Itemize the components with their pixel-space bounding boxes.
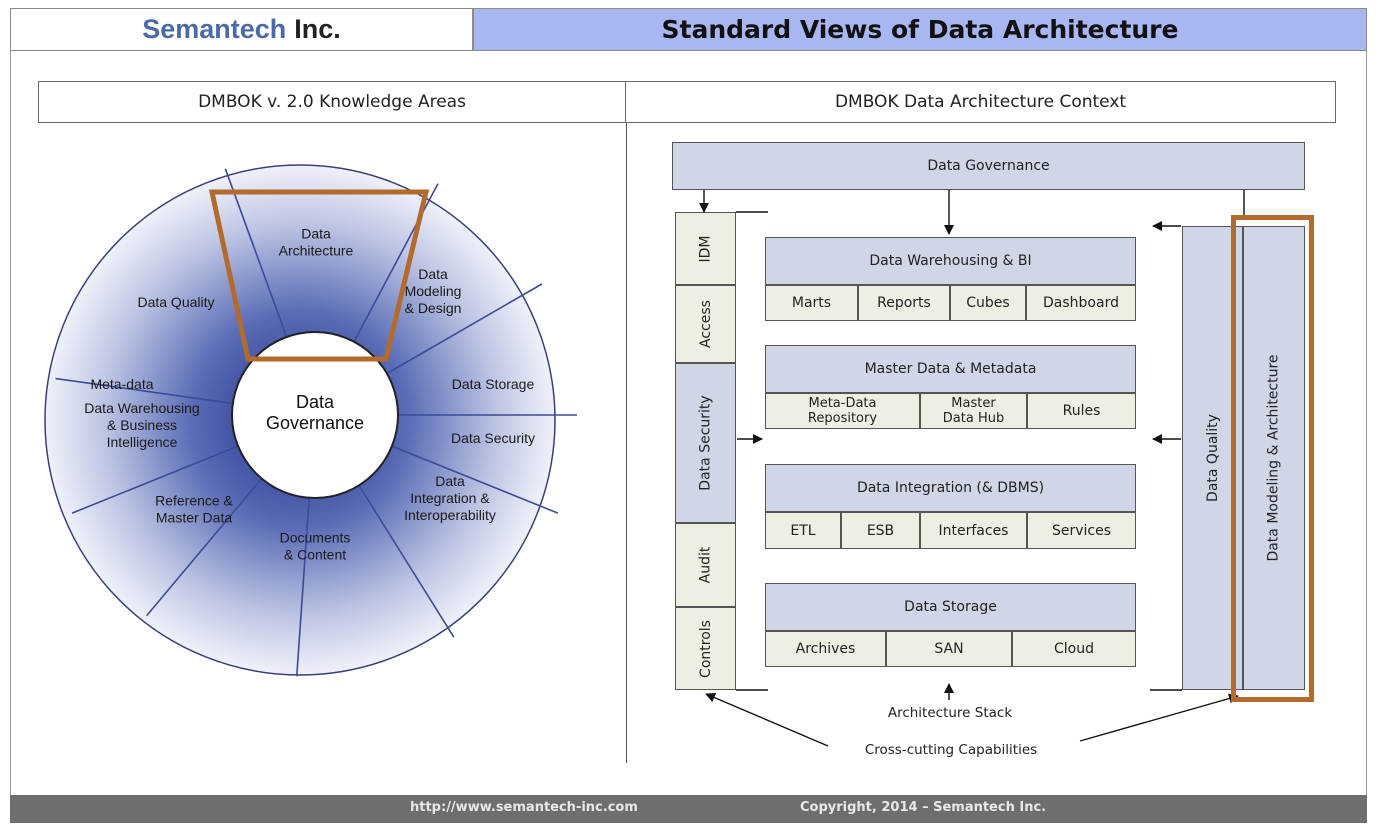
segment-label: Data [301,226,331,242]
footer-copyright: Copyright, 2014 – Semantech Inc. [800,800,1047,815]
idm-cell: IDM [675,212,736,285]
wheel-spoke [71,445,239,514]
segment-label: Data Warehousing [84,400,199,416]
segment-label: Master Data [156,510,232,526]
di-cell-etl: ETL [765,512,841,549]
segment-label: Data [435,473,465,489]
data-modeling-column: Data Modeling & Architecture [1243,226,1305,690]
audit-cell: Audit [675,523,736,607]
highlight-trapezoid [208,189,430,362]
segment-label: Architecture [279,243,354,259]
segment-label: & Business [107,417,177,433]
di-cell-esb: ESB [841,512,920,549]
ds-cell-cloud: Cloud [1012,631,1136,667]
mdm-cell-rules: Rules [1027,393,1136,429]
segment-label: Modeling [405,283,462,299]
architecture-connectors [699,190,1245,747]
segment-label: Data Quality [137,294,214,310]
center-label-line-2: Governance [266,413,364,433]
dw-cell-reports: Reports [858,285,950,321]
segment-label: Documents [280,530,351,546]
data-governance-bar: Data Governance [672,142,1305,190]
wheel-spoke [224,168,288,338]
slide-frame [10,51,1367,795]
cross-cutting-label: Cross-cutting Capabilities [864,742,1038,758]
segment-label: Reference & [155,493,233,509]
di-title: Data Integration (& DBMS) [765,464,1136,512]
data-security-cell: Data Security [675,363,736,523]
wheel-spoke [295,497,311,677]
left-section-heading: DMBOK v. 2.0 Knowledge Areas [38,81,626,123]
segment-label: Integration & [410,490,490,506]
dw-cell-dashboard: Dashboard [1026,285,1136,321]
di-cell-interfaces: Interfaces [920,512,1027,549]
modeling-highlight-box [1231,215,1314,702]
dw-cell-cubes: Cubes [950,285,1026,321]
footer-url[interactable]: http://www.semantech-inc.com [410,800,638,815]
section-divider [626,123,627,763]
wheel-spoke [55,377,233,405]
segment-label: & Design [405,300,462,316]
wheel-center [231,331,399,499]
mdm-cell-repository: Meta-Data Repository [765,393,920,429]
ds-cell-san: SAN [886,631,1012,667]
segment-label: Meta-data [90,376,153,392]
segment-label: Interoperability [404,507,496,523]
right-section-heading: DMBOK Data Architecture Context [626,81,1336,123]
wheel-spoke [358,484,455,638]
di-cell-services: Services [1027,512,1136,549]
slide-title: Standard Views of Data Architecture [473,8,1367,51]
ds-title: Data Storage [765,583,1136,631]
company-brand: Semantech [142,14,287,44]
footer-bar [10,795,1367,823]
company-suffix: Inc. [294,14,341,44]
dw-cell-marts: Marts [765,285,858,321]
wheel-spokes [55,168,577,677]
wheel-spoke [386,283,543,375]
knowledge-areas-wheel: Data Governance DataArchitectureDataMode… [44,164,577,677]
wheel-spoke [145,478,263,617]
center-label-line-1: Data [296,392,335,412]
mdm-title: Master Data & Metadata [765,345,1136,393]
segment-label: Data [418,266,448,282]
access-cell: Access [675,285,736,363]
cross-left-arrow [705,692,829,747]
segment-label: Intelligence [107,434,178,450]
segment-label: Data Security [451,430,535,446]
architecture-stack-label: Architecture Stack [887,705,1013,721]
controls-cell: Controls [675,607,736,690]
mdm-cell-hub: Master Data Hub [920,393,1027,429]
ds-cell-archives: Archives [765,631,886,667]
company-header: Semantech Inc. [10,8,473,51]
cross-right-arrow [1079,693,1239,742]
dw-bi-title: Data Warehousing & BI [765,237,1136,285]
wheel-spoke [391,445,559,514]
segment-label: Data Storage [452,376,535,392]
segment-label: & Content [284,547,346,563]
